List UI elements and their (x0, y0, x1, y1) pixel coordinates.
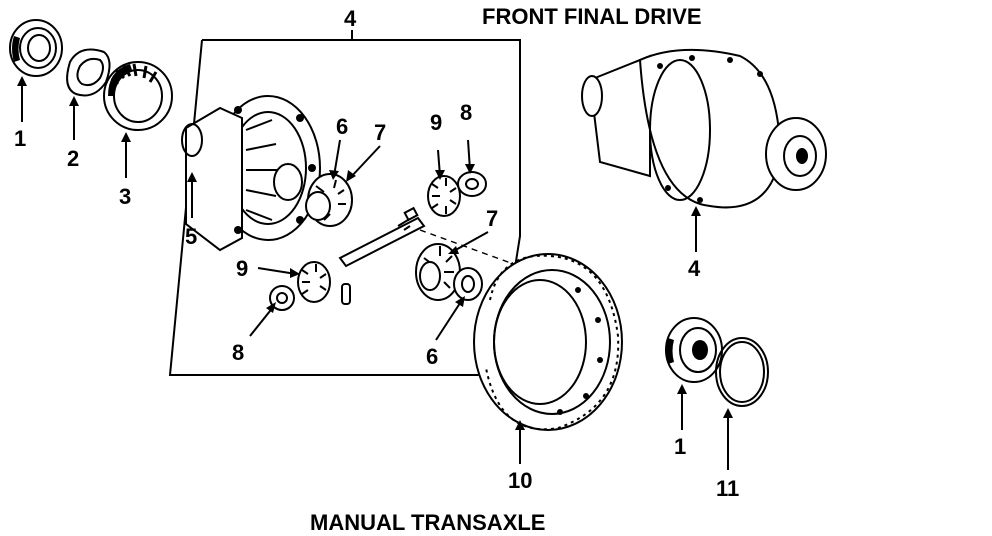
callout-11: 11 (716, 476, 739, 501)
differential-case (181, 95, 321, 252)
callout-6-upper: 6 (336, 114, 348, 139)
thrust-washer-upper (457, 171, 487, 197)
differential-assembly (581, 48, 827, 209)
pinion-gear-upper (427, 175, 461, 217)
retaining-ring (715, 337, 769, 407)
callout-5: 5 (185, 224, 197, 249)
assembly-line (419, 229, 531, 271)
callout-9-upper: 9 (430, 110, 442, 135)
callout-8-upper: 8 (460, 100, 472, 125)
callout-7-lower: 7 (486, 206, 498, 231)
bearing-left (9, 19, 63, 77)
diagram-subtitle: MANUAL TRANSAXLE (310, 510, 545, 535)
side-gear-upper (305, 173, 353, 227)
bearing-cup (103, 61, 173, 131)
callout-9-lower: 9 (236, 256, 248, 281)
bearing-right (665, 317, 723, 383)
callout-3: 3 (119, 184, 131, 209)
callout-7-upper: 7 (374, 120, 386, 145)
callout-6-lower: 6 (426, 344, 438, 369)
thrust-washer-lower (269, 285, 295, 311)
callout-1-right: 1 (674, 434, 686, 459)
callout-1-left: 1 (14, 126, 26, 151)
callout-2: 2 (67, 146, 79, 171)
ring-gear (473, 253, 623, 431)
callout-4-right: 4 (688, 256, 701, 281)
callout-10: 10 (508, 468, 532, 493)
callout-8-lower: 8 (232, 340, 244, 365)
thrust-washer-side-lower (453, 267, 483, 301)
diagram-title: FRONT FINAL DRIVE (482, 4, 702, 29)
shim (66, 48, 111, 97)
callout-4-group: 4 (344, 6, 357, 31)
pinion-gear-lower (297, 261, 331, 303)
leader-lines (17, 76, 733, 470)
pinion-shaft (338, 206, 426, 268)
lock-pin (341, 283, 351, 305)
